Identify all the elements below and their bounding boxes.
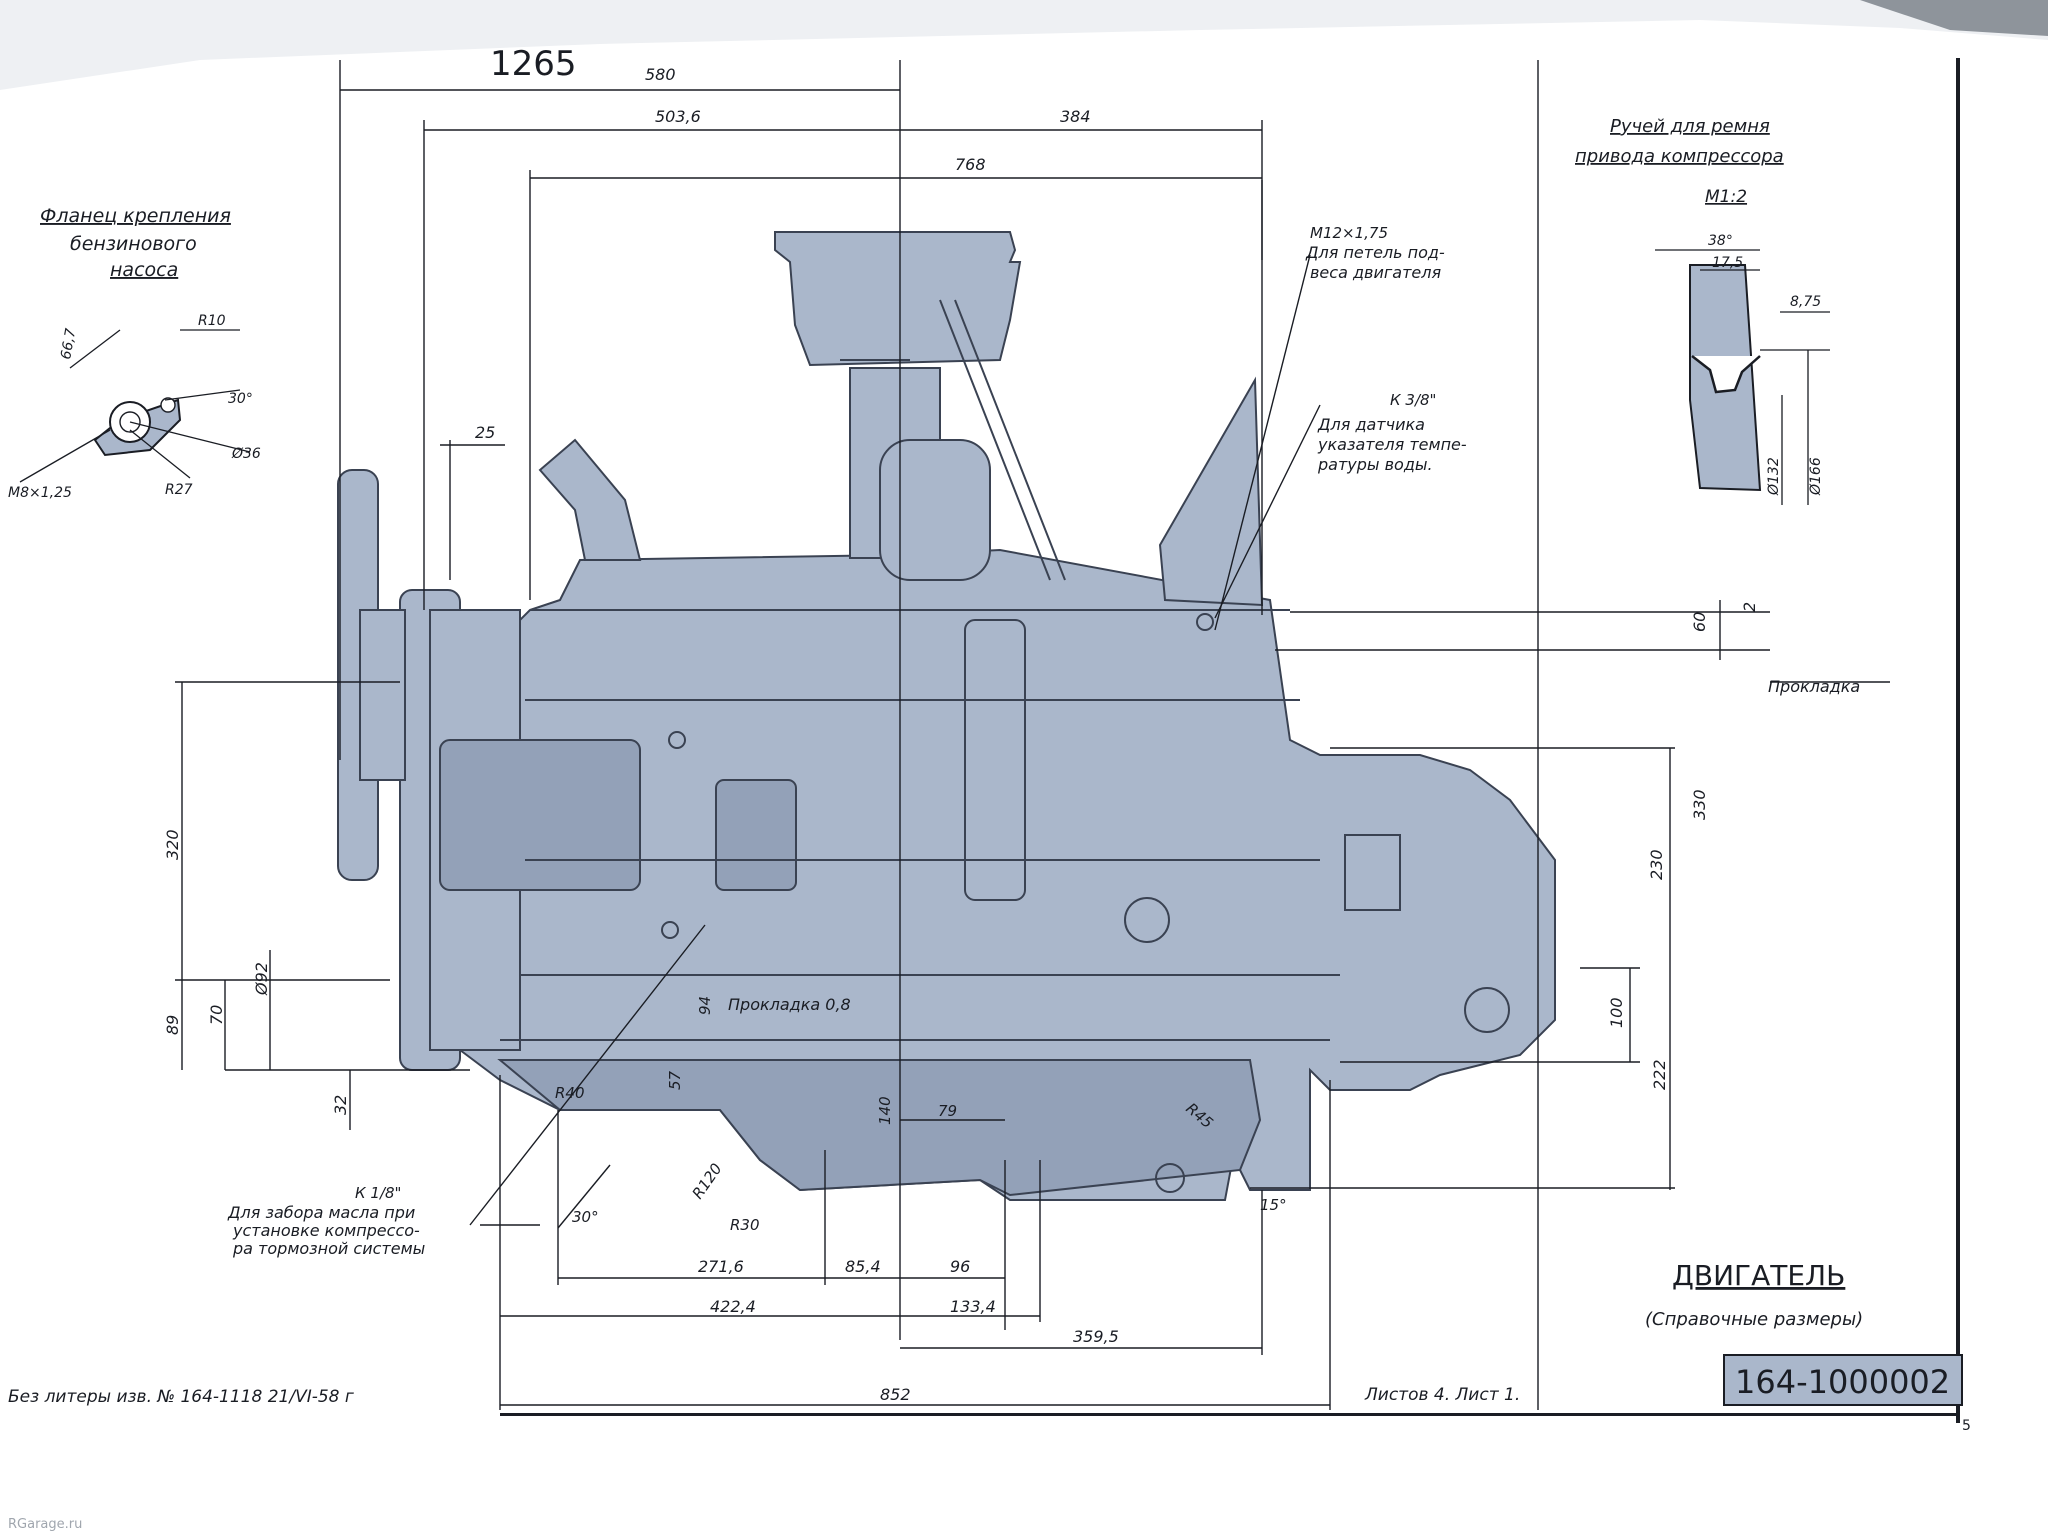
callout-oil-line2: установке компрессо- [232,1221,420,1240]
flange-dim-36: Ø36 [231,446,261,462]
scan-edge [1860,0,2048,36]
dim-133-4: 133,4 [950,1297,996,1316]
callout-temp-line2: указателя темпе- [1317,435,1467,454]
dim-768: 768 [955,155,986,174]
dim-384: 384 [1060,107,1091,126]
frame-right [1956,58,1960,1423]
dim-422-4: 422,4 [710,1297,756,1316]
engine-details [500,299,1510,1193]
dim-330: 330 [1690,789,1709,820]
distributor-housing [879,439,991,581]
dim-32: 32 [331,1095,350,1115]
dim-70: 70 [207,1005,226,1025]
fuel-pump [715,779,797,891]
frame-bottom [500,1413,1960,1416]
dim-30deg: 30° [572,1208,599,1226]
flange-detail [19,329,251,483]
pulley-dim-8-75: 8,75 [1790,294,1821,310]
callout-temp-line1: Для датчика [1317,415,1425,434]
callout-gasket-08: Прокладка 0,8 [728,995,851,1014]
flange-dim-r10: R10 [198,313,226,329]
callout-temp-line3: ратуры воды. [1317,455,1433,474]
air-filter [774,231,1022,367]
dim-15deg: 15° [1260,1196,1287,1214]
pulley-dim-166: Ø166 [1808,457,1824,496]
oil-filler-tube [964,619,1026,901]
dim-79: 79 [938,1102,957,1120]
drawing-subtitle: (Справочные размеры) [1645,1309,1863,1330]
flange-title-3: насоса [110,259,178,281]
flange-dim-66-7: 66,7 [58,327,79,361]
flange-dim-m8: М8×1,25 [8,485,72,501]
flange-title-1: Фланец крепления [40,205,231,227]
callout-oil-line1: Для забора масла при [227,1203,415,1222]
callout-oil-thread: К 1/8" [355,1184,401,1202]
dim-359-5: 359,5 [1073,1327,1119,1346]
dim-92: Ø92 [252,962,271,996]
dim-1265: 1265 [490,44,577,84]
dim-852: 852 [880,1385,911,1404]
drawing-title: ДВИГАТЕЛЬ [1672,1259,1845,1292]
dim-60: 60 [1690,612,1709,632]
dim-230: 230 [1647,849,1666,880]
pulley-groove-detail [1655,249,1830,505]
dim-25: 25 [475,423,495,442]
dim-2: 2 [1740,602,1759,612]
litera-note: Без литеры изв. № 164-1118 21/VI-58 г [8,1387,354,1407]
dim-96: 96 [950,1257,970,1276]
flange-dim-30: 30° [228,391,253,407]
callout-oil-line3: ра тормозной системы [232,1239,425,1258]
dim-85-4: 85,4 [845,1257,881,1276]
watermark: RGarage.ru [8,1517,82,1532]
oil-pan [497,1059,1262,1197]
pulley-scale: М1:2 [1705,187,1747,207]
page-number: 5 [1962,1418,1971,1434]
dim-503-6: 503,6 [655,107,701,126]
pulley-dim-132: Ø132 [1766,457,1782,496]
dim-140: 140 [876,1096,894,1125]
water-outlet [538,438,642,561]
sheets-note: Листов 4. Лист 1. [1364,1385,1520,1405]
engine-silhouette [337,231,1556,1201]
generator [439,739,641,891]
fan-hub [359,609,406,781]
callout-lifting-line1: Для петель под- [1305,243,1445,262]
dim-271-6: 271,6 [698,1257,744,1276]
paper-shadow-top [0,0,2048,90]
dim-89: 89 [163,1015,182,1035]
pulley-title-2: привода компрессора [1575,146,1784,167]
flange-dim-r27: R27 [165,482,193,498]
callout-gasket: Прокладка [1768,677,1860,696]
dim-222: 222 [1650,1059,1669,1090]
dim-94: 94 [696,996,714,1015]
dim-100: 100 [1607,997,1626,1028]
flange-title-2: бензинового [70,233,197,255]
callout-temp-thread: К 3/8" [1390,391,1436,409]
drawing-number: 164-1000002 [1735,1363,1950,1401]
callout-lifting-thread: М12×1,75 [1310,224,1388,242]
dimension-lines [175,60,1890,1410]
pulley-title-1: Ручей для ремня [1610,116,1770,137]
callout-lifting-line2: веса двигателя [1310,263,1441,282]
dim-r40: R40 [555,1084,585,1102]
dim-320: 320 [163,829,182,860]
dim-r30: R30 [730,1216,760,1234]
drawing-number-box [1723,1354,1963,1406]
dim-580: 580 [645,65,676,84]
pulley-dim-38: 38° [1708,233,1733,249]
pulley-dim-17-5: 17,5 [1712,255,1743,271]
dim-57: 57 [666,1070,684,1090]
